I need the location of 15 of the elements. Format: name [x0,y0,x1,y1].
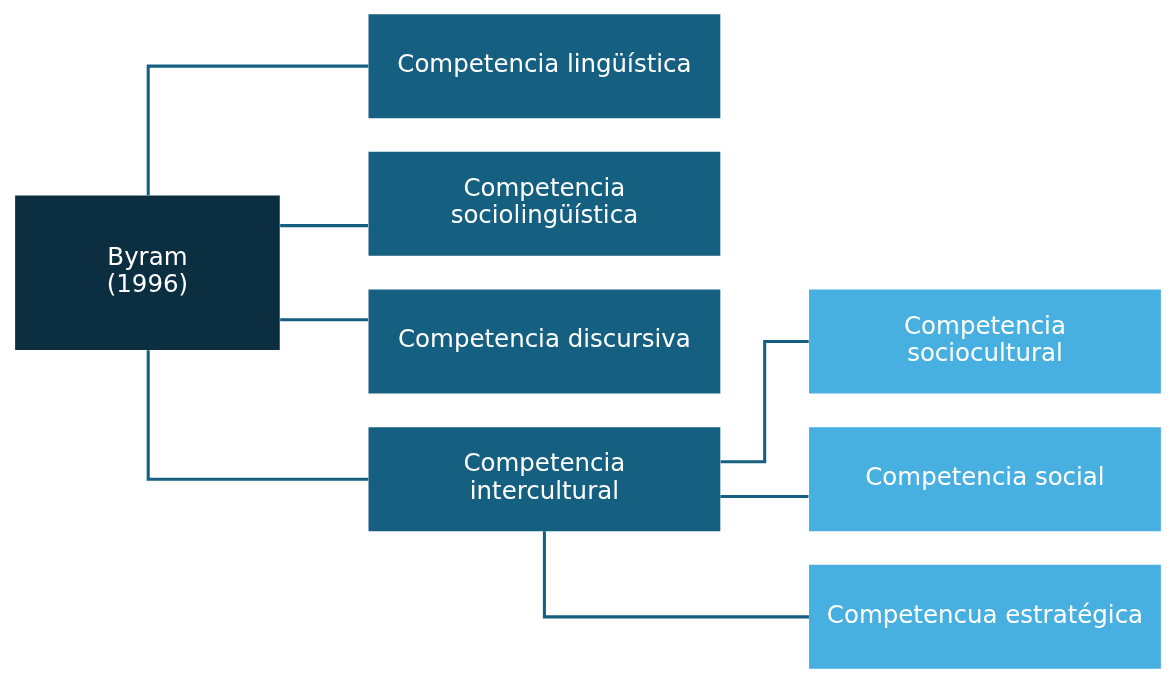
connector [146,64,369,196]
connector [720,495,809,499]
node-box: Competencia intercultural [368,427,721,532]
connector [542,531,809,619]
node-box: Competencia social [809,427,1161,532]
node-box: Byram (1996) [15,195,280,350]
connector [146,350,369,481]
node-box: Competencia sociolingüística [368,151,721,256]
node-box: Competencia lingüística [368,14,721,119]
node-box: Competencua estratégica [809,564,1161,669]
connector [280,224,369,228]
node-box: Competencia discursiva [368,289,721,394]
connector [720,339,809,464]
node-box: Competencia sociocultural [809,289,1161,394]
connector [280,318,369,322]
